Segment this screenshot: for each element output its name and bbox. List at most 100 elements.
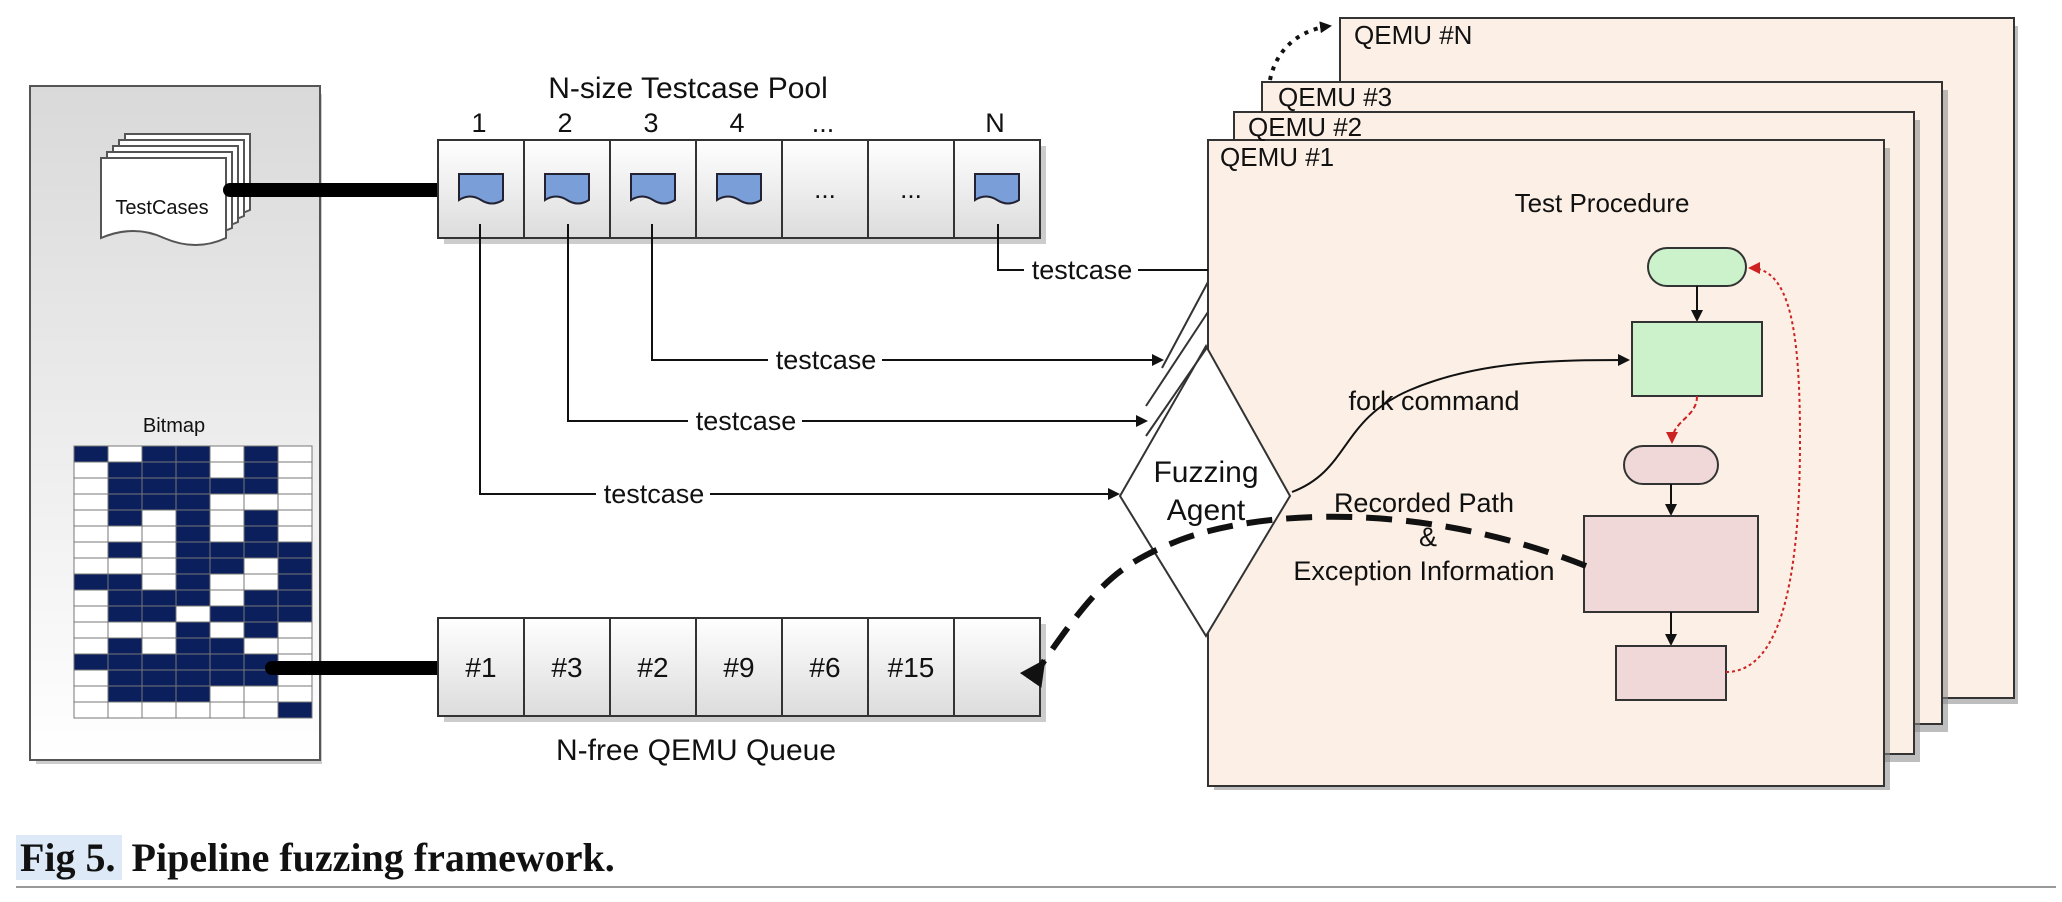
qemu-queue-slot-label: #15 xyxy=(888,652,935,683)
bitmap-grid xyxy=(73,445,313,719)
bitmap-cell xyxy=(141,525,177,543)
testcase-pool-slot-number: 3 xyxy=(643,108,658,138)
caption-divider xyxy=(16,886,2056,888)
label-bg xyxy=(768,344,882,376)
testcase-pool-slot xyxy=(781,139,869,239)
fuzzing-agent-line1: Fuzzing xyxy=(1153,456,1258,489)
figure-caption: Fig 5.Pipeline fuzzing framework. xyxy=(16,828,2056,888)
flow-red-arrow xyxy=(1666,395,1698,444)
bitmap-cell xyxy=(277,493,313,511)
bitmap-cell xyxy=(73,685,109,703)
bitmap-cell xyxy=(175,685,211,703)
testcase-pool-title: N-size Testcase Pool xyxy=(548,72,828,105)
bitmap-cell xyxy=(73,477,109,495)
bitmap-cell xyxy=(277,637,313,655)
testcase-pool-slot-number: ... xyxy=(812,108,835,138)
bitmap-cell xyxy=(107,541,143,559)
bitmap-cell xyxy=(141,701,177,719)
qemu-queue-slot-label: #6 xyxy=(809,652,840,683)
bitmap-cell xyxy=(107,605,143,623)
bitmap-cell xyxy=(141,653,177,671)
qemu-3-label: QEMU #3 xyxy=(1278,82,1392,112)
bitmap-cell xyxy=(175,541,211,559)
exception-information-label: Exception Information xyxy=(1293,556,1554,586)
testcase-document-icon xyxy=(716,173,762,205)
qemu-queue-slot-label: #1 xyxy=(465,652,496,683)
bitmap-cell xyxy=(73,525,109,543)
qemu-queue-slot xyxy=(695,617,783,717)
testcase-document-icon xyxy=(974,173,1020,205)
flow-record-node xyxy=(1583,515,1759,613)
bitmap-cell xyxy=(209,573,245,591)
qemu-queue-slot xyxy=(523,617,611,717)
testcase-edge-2 xyxy=(567,224,1148,427)
bitmap-cell xyxy=(73,541,109,559)
bitmap-cell xyxy=(175,557,211,575)
qemu-queue: #1#3#2#9#6#15 xyxy=(437,617,1046,722)
figure-label: Fig 5. xyxy=(16,835,122,880)
bitmap-cell xyxy=(175,509,211,527)
agent-edge xyxy=(1145,345,1209,437)
bitmap-cell xyxy=(209,509,245,527)
bitmap-cell xyxy=(277,445,313,463)
bitmap-cell xyxy=(277,685,313,703)
qemu-n-label: QEMU #N xyxy=(1354,20,1472,50)
testcase-pool-ellipsis: ... xyxy=(814,174,836,204)
testcases-stack-icon xyxy=(100,133,251,246)
bitmap-cell xyxy=(243,493,279,511)
testcases-label: TestCases xyxy=(115,197,208,219)
bitmap-cell xyxy=(141,685,177,703)
bitmap-cell xyxy=(209,541,245,559)
testcase-document-icon xyxy=(544,173,590,205)
bitmap-cell xyxy=(107,653,143,671)
bitmap-cell xyxy=(141,637,177,655)
bitmap-cell xyxy=(107,589,143,607)
bitmap-cell xyxy=(243,445,279,463)
bitmap-cell xyxy=(107,525,143,543)
bitmap-cell xyxy=(243,461,279,479)
test-procedure-title: Test Procedure xyxy=(1515,188,1690,218)
qemu-queue-slot-label: #2 xyxy=(637,652,668,683)
bitmap-cell xyxy=(141,605,177,623)
bitmap-cell xyxy=(73,461,109,479)
bitmap-cell xyxy=(107,445,143,463)
label-bg xyxy=(1024,254,1138,286)
fork-command-label: fork command xyxy=(1348,386,1519,416)
bitmap-cell xyxy=(209,525,245,543)
qemu-queue-slot-label: #3 xyxy=(551,652,582,683)
testcase-pool-slot-number: 4 xyxy=(729,108,744,138)
recorded-path-label: Recorded Path xyxy=(1334,488,1514,518)
bitmap-cell xyxy=(277,509,313,527)
bitmap-cell xyxy=(107,557,143,575)
bitmap-cell xyxy=(175,461,211,479)
bitmap-cell xyxy=(175,669,211,687)
bitmap-cell xyxy=(243,637,279,655)
bitmap-cell xyxy=(277,573,313,591)
qemu-1-label: QEMU #1 xyxy=(1220,142,1334,172)
bitmap-cell xyxy=(175,573,211,591)
bitmap-cell xyxy=(141,541,177,559)
qemu-queue-slot xyxy=(953,617,1041,717)
fuzzing-agent-line2: Agent xyxy=(1167,494,1246,527)
bitmap-cell xyxy=(277,525,313,543)
bitmap-cell xyxy=(277,477,313,495)
bitmap-label: Bitmap xyxy=(143,415,205,437)
bitmap-cell xyxy=(209,477,245,495)
bitmap-cell xyxy=(243,685,279,703)
agent-edge xyxy=(1145,311,1209,407)
bitmap-cell xyxy=(277,701,313,719)
testcase-pool: ...... xyxy=(437,139,1046,244)
bitmap-cell xyxy=(243,573,279,591)
bitmap-cell xyxy=(107,637,143,655)
bitmap-cell xyxy=(141,477,177,495)
bitmap-cell xyxy=(209,445,245,463)
testcase-edge-1 xyxy=(479,224,1120,500)
bitmap-cell xyxy=(175,605,211,623)
bitmap-cell xyxy=(141,461,177,479)
bitmap-cell xyxy=(73,445,109,463)
testcase-document-icon xyxy=(458,173,504,205)
bitmap-cell xyxy=(73,637,109,655)
bitmap-cell xyxy=(175,621,211,639)
bitmap-cell xyxy=(243,557,279,575)
